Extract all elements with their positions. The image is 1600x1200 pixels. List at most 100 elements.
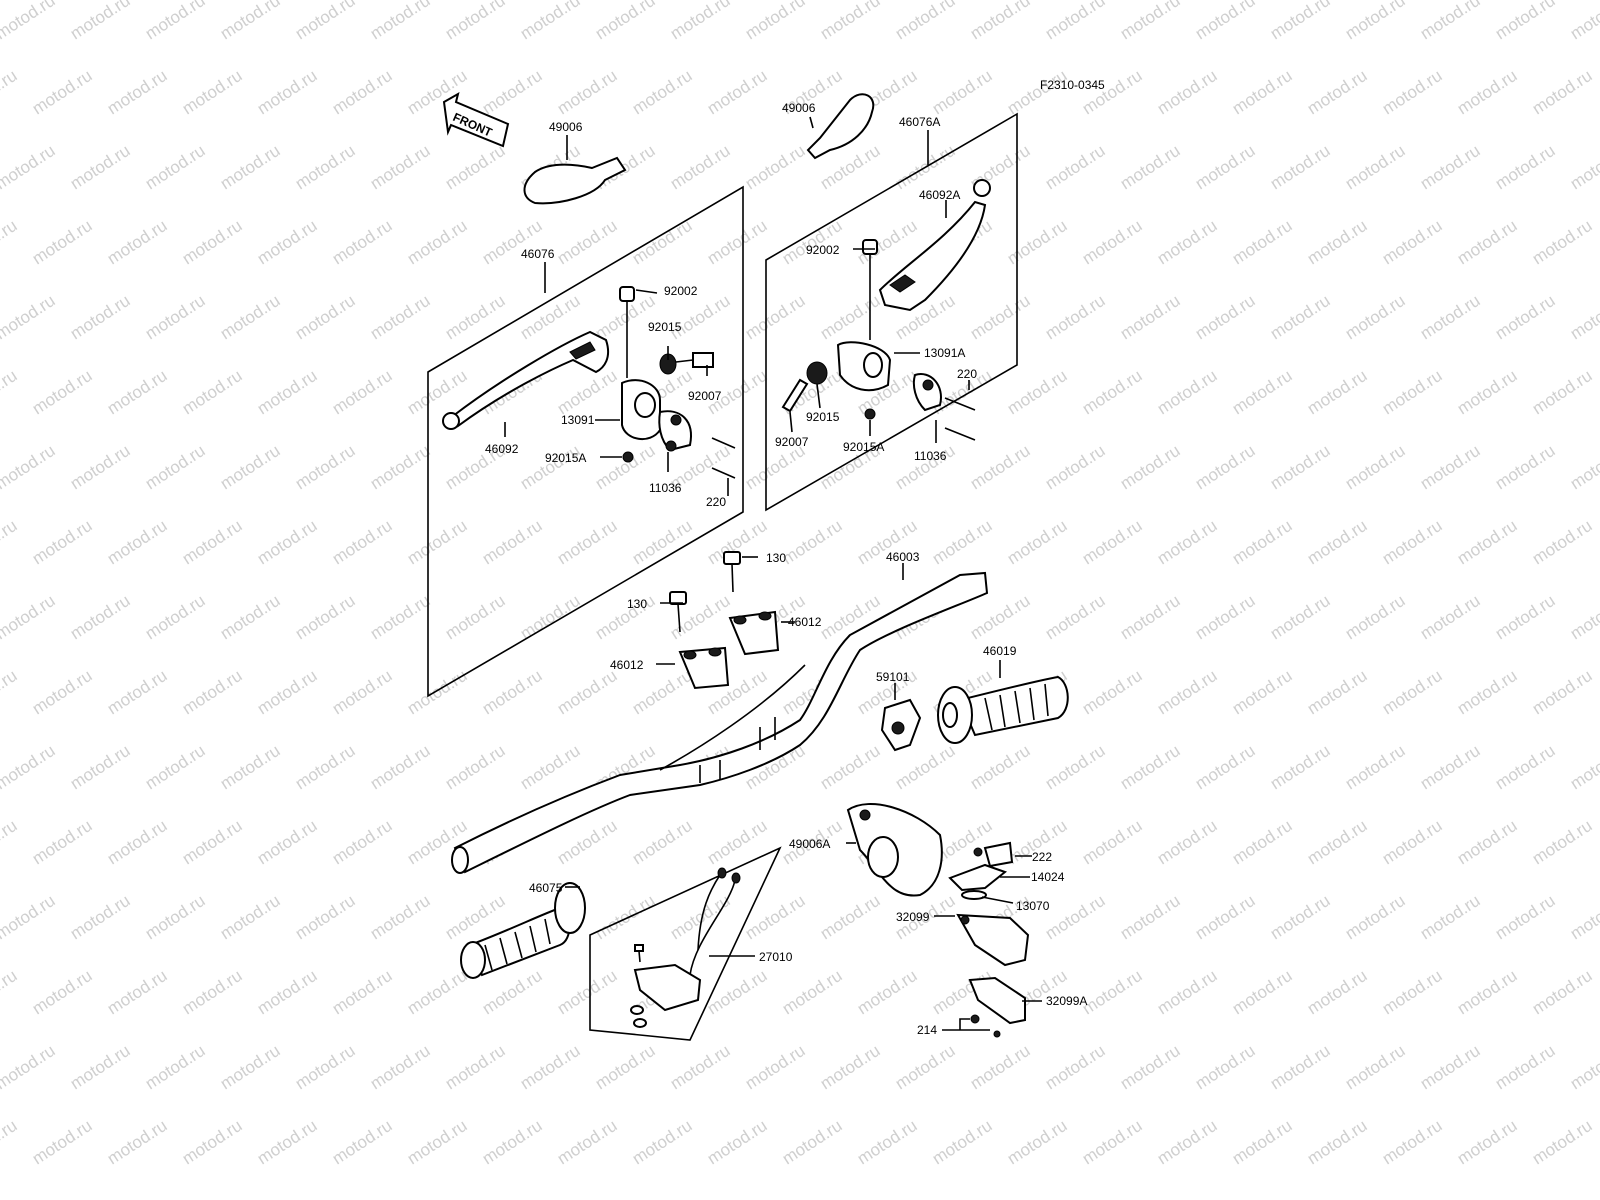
watermark-text: motod.ru — [142, 441, 209, 493]
label-11036-right: 11036 — [914, 449, 947, 463]
watermark-text: motod.ru — [667, 1041, 734, 1093]
watermark-text: motod.ru — [179, 816, 246, 868]
watermark-text: motod.ru — [817, 0, 884, 43]
watermark-text: motod.ru — [142, 741, 209, 793]
watermark-text: motod.ru — [142, 291, 209, 343]
watermark-text: motod.ru — [442, 741, 509, 793]
watermark-text: motod.ru — [179, 966, 246, 1018]
label-92002-left: 92002 — [664, 284, 698, 298]
watermark-text: motod.ru — [0, 966, 20, 1018]
watermark-text: motod.ru — [1567, 591, 1600, 643]
watermark-text: motod.ru — [1229, 966, 1296, 1018]
watermark-text: motod.ru — [667, 891, 734, 943]
watermark-text: motod.ru — [142, 141, 209, 193]
watermark-text: motod.ru — [1117, 741, 1184, 793]
watermark-text: motod.ru — [1042, 741, 1109, 793]
watermark-text: motod.ru — [1117, 891, 1184, 943]
watermark-text: motod.ru — [1229, 1116, 1296, 1168]
watermark-text: motod.ru — [0, 441, 58, 493]
watermark-text: motod.ru — [1079, 816, 1146, 868]
watermark-text: motod.ru — [929, 516, 996, 568]
brake-lever-ball-end — [973, 179, 991, 197]
watermark-text: motod.ru — [1042, 591, 1109, 643]
watermark-text: motod.ru — [329, 816, 396, 868]
watermark-text: motod.ru — [1529, 1116, 1596, 1168]
holder-nut — [622, 451, 634, 463]
watermark-text: motod.ru — [554, 1116, 621, 1168]
watermark-text: motod.ru — [517, 0, 584, 43]
watermark-text: motod.ru — [1154, 966, 1221, 1018]
watermark-text: motod.ru — [517, 741, 584, 793]
label-46012-upper: 46012 — [788, 615, 822, 629]
watermark-text: motod.ru — [404, 966, 471, 1018]
throttle-case-upper — [956, 913, 1030, 967]
label-46003: 46003 — [886, 550, 920, 564]
watermark-text: motod.ru — [1229, 66, 1296, 118]
switch-assembly — [589, 846, 782, 1041]
brake-lever — [878, 200, 987, 312]
label-130-lower: 130 — [627, 597, 647, 611]
watermark-text: motod.ru — [1004, 1116, 1071, 1168]
watermark-text: motod.ru — [1379, 66, 1446, 118]
watermark-text: motod.ru — [592, 591, 659, 643]
watermark-text: motod.ru — [742, 141, 809, 193]
left-lever-cover — [523, 156, 627, 205]
watermark-text: motod.ru — [1492, 441, 1559, 493]
watermark-text: motod.ru — [1079, 516, 1146, 568]
watermark-text: motod.ru — [1154, 366, 1221, 418]
watermark-text: motod.ru — [29, 666, 96, 718]
watermark-text: motod.ru — [1117, 0, 1184, 43]
kill-switch — [633, 963, 702, 1012]
label-13070: 13070 — [1016, 899, 1050, 913]
leader-lines — [504, 116, 1042, 1031]
watermark-text: motod.ru — [442, 291, 509, 343]
label-92015-left: 92015 — [648, 320, 682, 334]
label-46019: 46019 — [983, 644, 1017, 658]
watermark-text: motod.ru — [1342, 141, 1409, 193]
watermark-text: motod.ru — [1079, 66, 1146, 118]
watermark-text: motod.ru — [217, 141, 284, 193]
label-222: 222 — [1032, 850, 1052, 864]
watermark-text: motod.ru — [1192, 1041, 1259, 1093]
watermark-text: motod.ru — [367, 291, 434, 343]
label-46012-lower: 46012 — [610, 658, 644, 672]
watermark-text: motod.ru — [554, 516, 621, 568]
watermark-text: motod.ru — [517, 291, 584, 343]
watermark-text: motod.ru — [1154, 66, 1221, 118]
watermark-text: motod.ru — [292, 291, 359, 343]
watermark-text: motod.ru — [0, 741, 58, 793]
watermark-text: motod.ru — [292, 741, 359, 793]
label-92007-left: 92007 — [688, 389, 722, 403]
watermark-text: motod.ru — [404, 516, 471, 568]
watermark-text: motod.ru — [1192, 0, 1259, 43]
watermark-text: motod.ru — [1079, 1116, 1146, 1168]
watermark-text: motod.ru — [0, 1116, 20, 1168]
handlebar — [453, 571, 989, 874]
watermark-text: motod.ru — [517, 1041, 584, 1093]
watermark-text: motod.ru — [1229, 516, 1296, 568]
watermark-text: motod.ru — [179, 66, 246, 118]
right-lever-cover — [806, 93, 875, 160]
watermark-text: motod.ru — [367, 141, 434, 193]
watermark-text: motod.ru — [1267, 0, 1334, 43]
watermark-text: motod.ru — [1042, 0, 1109, 43]
watermark-text: motod.ru — [592, 1041, 659, 1093]
watermark-text: motod.ru — [854, 966, 921, 1018]
watermark-text: motod.ru — [1304, 216, 1371, 268]
watermark-text: motod.ru — [817, 891, 884, 943]
watermark-text: motod.ru — [1304, 66, 1371, 118]
watermark-text: motod.ru — [67, 291, 134, 343]
watermark-text: motod.ru — [254, 816, 321, 868]
watermark-text: motod.ru — [554, 666, 621, 718]
watermark-text: motod.ru — [142, 0, 209, 43]
watermark-text: motod.ru — [142, 591, 209, 643]
watermark-text: motod.ru — [29, 66, 96, 118]
watermark-text: motod.ru — [629, 816, 696, 868]
watermark-text: motod.ru — [217, 591, 284, 643]
diagram-code: F2310-0345 — [1040, 78, 1105, 92]
watermark-text: motod.ru — [1154, 216, 1221, 268]
watermark-text: motod.ru — [0, 0, 58, 43]
watermark-text: motod.ru — [779, 966, 846, 1018]
watermark-text: motod.ru — [179, 216, 246, 268]
